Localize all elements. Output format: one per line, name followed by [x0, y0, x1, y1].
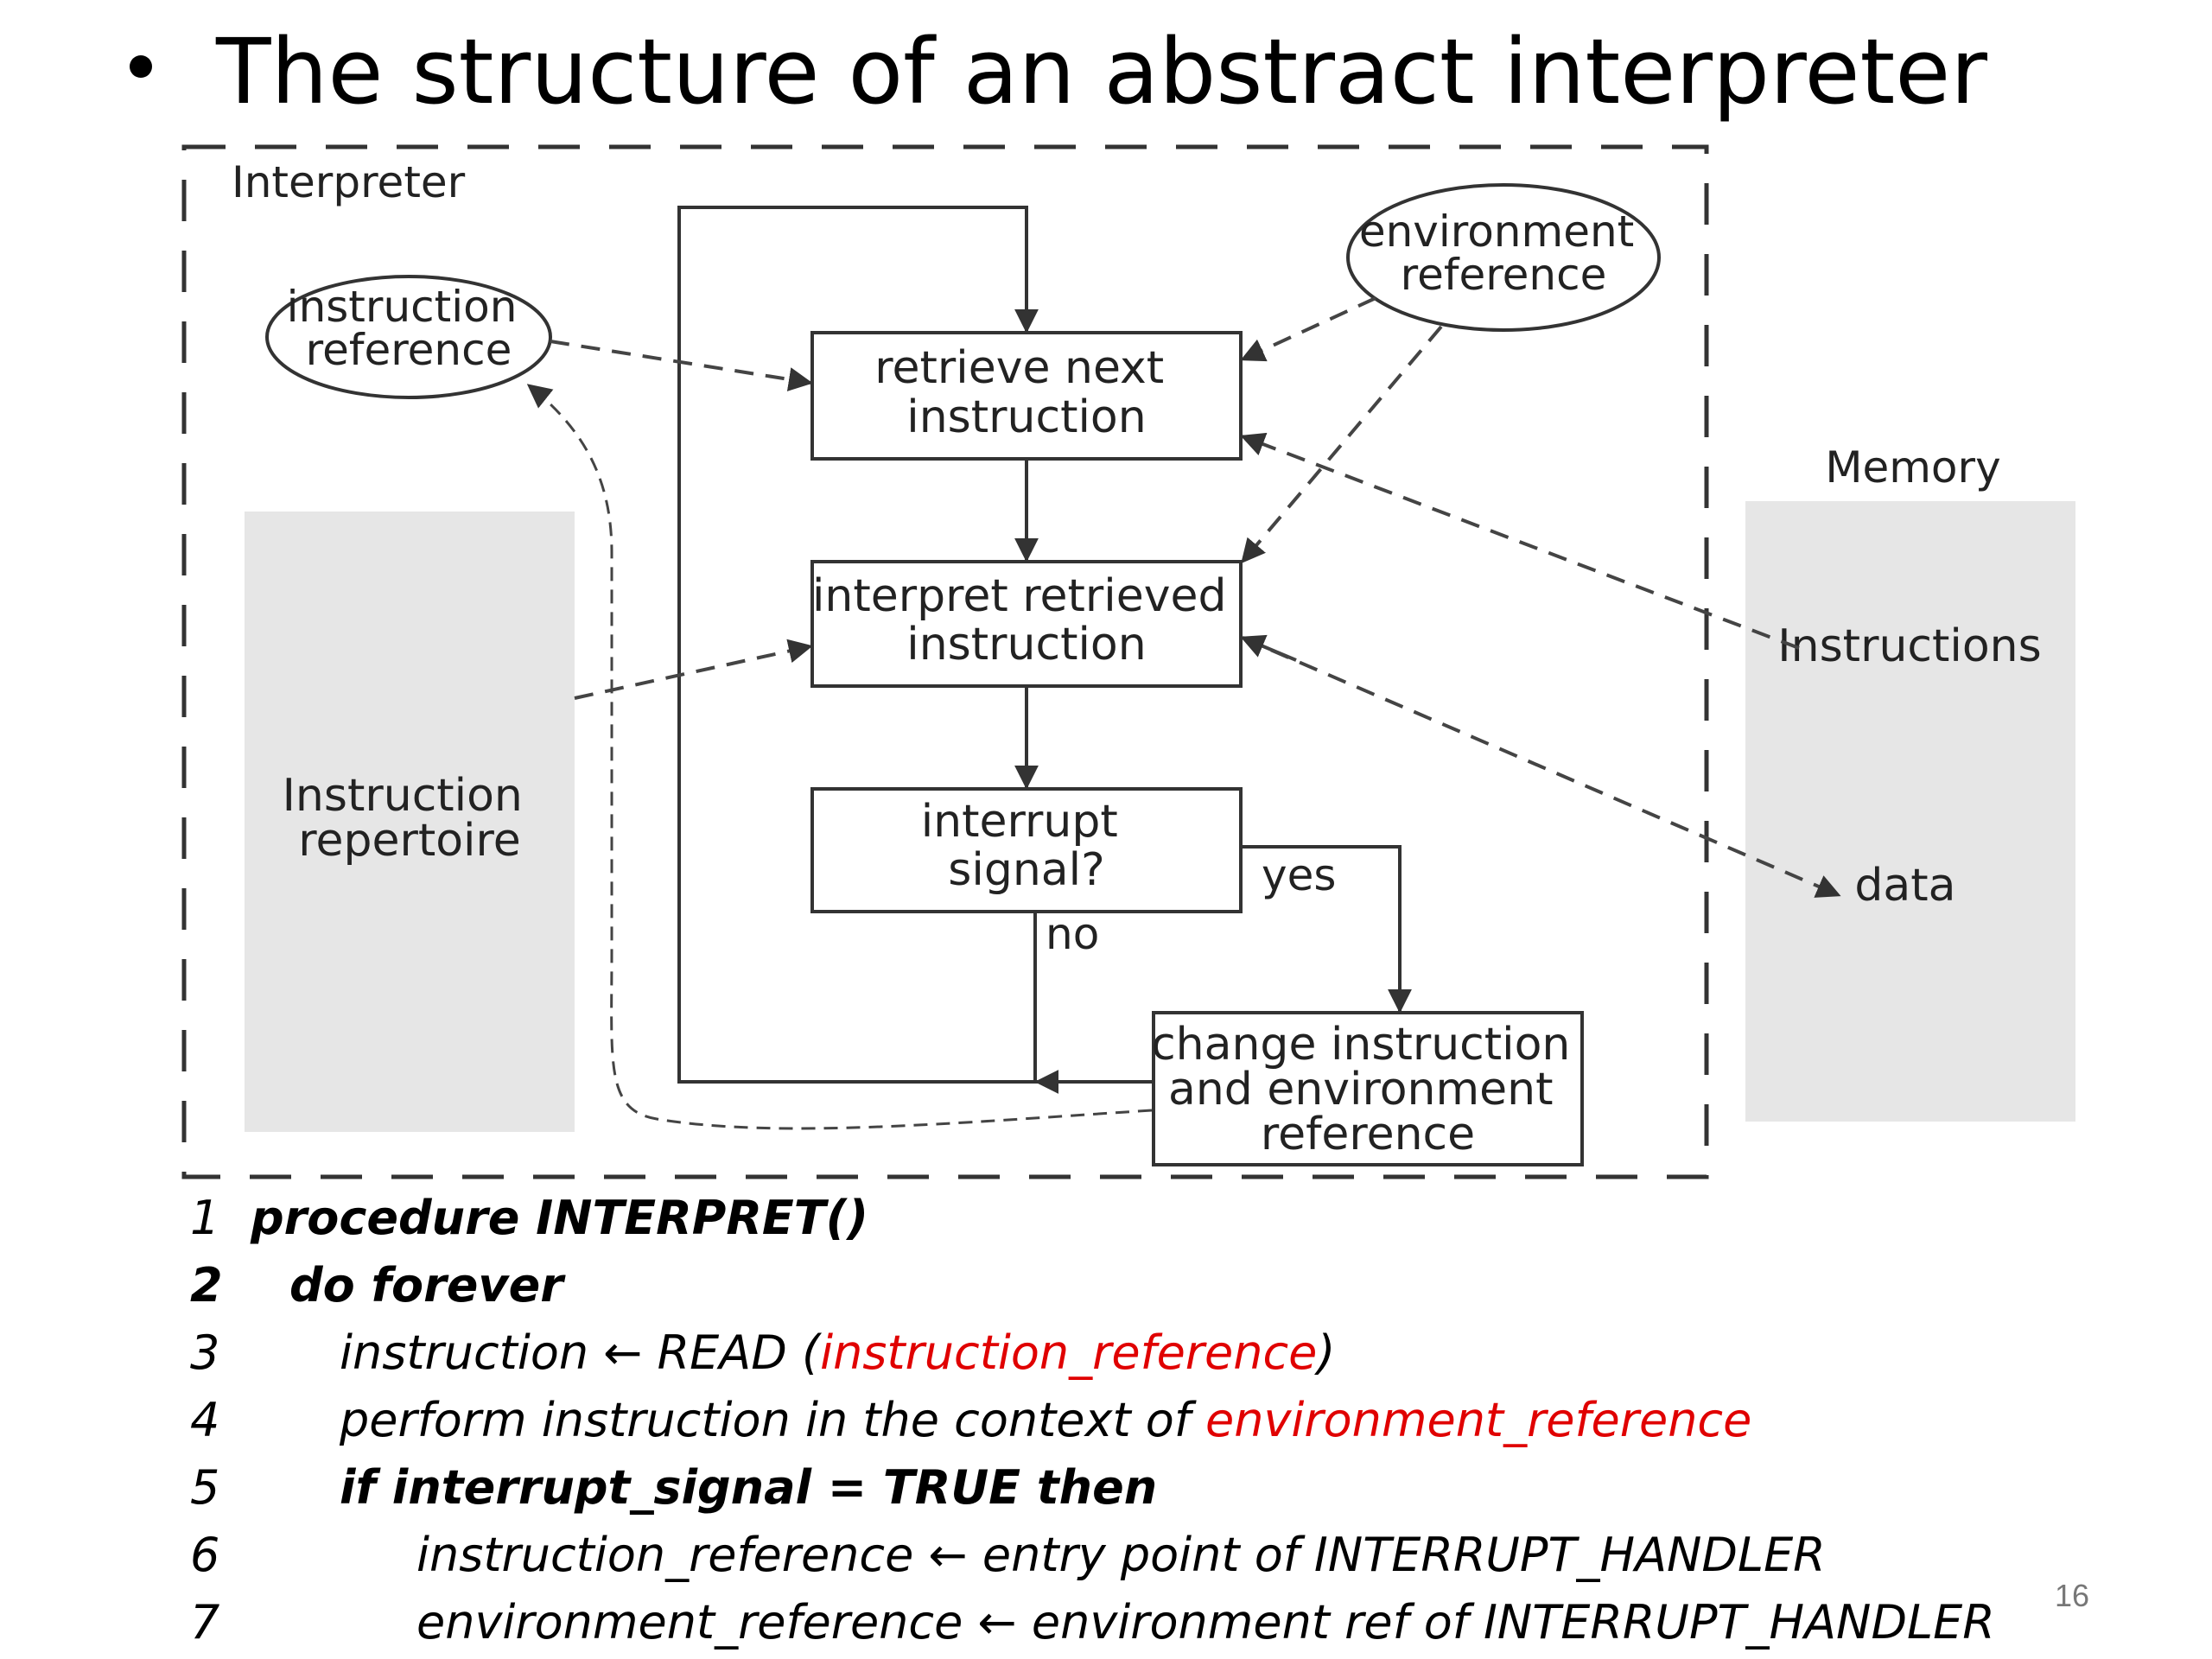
dashed-interpret-to-data	[1242, 636, 1841, 898]
interpret-retrieved-instruction-box	[810, 560, 1243, 688]
retrieve-line-2: instruction	[906, 391, 1146, 443]
line-number: 7	[190, 1595, 220, 1649]
line-number: 6	[190, 1528, 220, 1582]
code-text-highlight: instruction_reference	[820, 1325, 1318, 1380]
repertoire-line-2: repertoire	[298, 815, 521, 867]
change-box-label: change instruction and environment refer…	[1151, 1019, 1585, 1160]
flow-loop-back	[677, 206, 1039, 1084]
retrieve-next-instruction-box	[810, 331, 1243, 461]
repertoire-line-1: Instruction	[283, 770, 523, 822]
code-text: procedure INTERPRET()	[251, 1191, 868, 1245]
page-number: 16	[2055, 1578, 2090, 1613]
code-text: environment_reference ← environment ref …	[416, 1595, 1995, 1649]
title-text: The structure of an abstract interpreter	[216, 19, 1988, 124]
interpreter-label: Interpreter	[232, 157, 466, 207]
environment-reference-ellipse	[1346, 183, 1661, 332]
no-label: no	[1046, 909, 1099, 959]
line-number: 1	[190, 1191, 220, 1245]
dashed-repertoire-to-interpret	[574, 639, 813, 700]
environment-reference-line-2: reference	[1401, 250, 1607, 300]
environment-reference-label: environment reference	[1359, 207, 1648, 300]
interrupt-line-2: signal?	[948, 844, 1104, 896]
yes-label: yes	[1262, 850, 1336, 900]
retrieve-box-label: retrieve next instruction	[874, 342, 1178, 443]
memory-instructions-label: Instructions	[1777, 620, 2041, 672]
code-text-pre: instruction ← READ (	[340, 1325, 821, 1380]
memory-label: Memory	[1825, 442, 2000, 493]
dashed-memory-to-retrieve	[1240, 432, 1800, 650]
code-text: instruction ← READ (instruction_referenc…	[340, 1325, 1335, 1380]
change-line-1: change instruction	[1151, 1019, 1570, 1071]
code-text-highlight: environment_reference	[1205, 1393, 1752, 1447]
line-number: 3	[190, 1325, 220, 1380]
dashed-instref-to-retrieve	[550, 340, 813, 391]
code-text: if interrupt_signal = TRUE then	[340, 1460, 1158, 1515]
code-text: instruction_reference ← entry point of I…	[416, 1528, 1826, 1582]
bullet-icon	[130, 55, 152, 78]
dashed-envref-to-retrieve	[1240, 296, 1376, 362]
memory-box	[1745, 501, 2075, 1122]
line-number: 2	[190, 1258, 223, 1313]
interpreter-diagram: Interpreter Instruction repertoire Memor…	[181, 144, 2075, 1179]
memory-data-label: data	[1854, 860, 1955, 912]
environment-reference-line-1: environment	[1359, 207, 1634, 257]
dashed-change-to-instref	[526, 384, 1153, 1130]
code-text-pre: perform instruction in the context of	[340, 1393, 1206, 1447]
instruction-reference-line-2: reference	[306, 325, 512, 375]
retrieve-line-1: retrieve next	[874, 342, 1164, 394]
interrupt-signal-box	[810, 787, 1243, 913]
flow-yes-branch	[1241, 845, 1412, 1014]
dashed-data-to-interpret	[1240, 634, 1297, 662]
code-text: perform instruction in the context of en…	[340, 1393, 1751, 1447]
instruction-reference-label: instruction reference	[287, 282, 531, 375]
interpret-line-1: interpret retrieved	[812, 570, 1227, 622]
change-line-2: and environment	[1168, 1064, 1554, 1116]
line-number: 4	[190, 1393, 220, 1447]
change-line-3: reference	[1261, 1109, 1475, 1160]
change-reference-box	[1152, 1011, 1584, 1166]
interrupt-line-1: interrupt	[921, 796, 1118, 848]
interpret-line-2: instruction	[906, 619, 1146, 671]
instruction-reference-line-1: instruction	[287, 282, 518, 332]
code-text: do forever	[289, 1258, 563, 1313]
instruction-repertoire-box	[245, 512, 575, 1132]
interrupt-box-label: interrupt signal?	[921, 796, 1133, 896]
dashed-envref-to-interpret	[1241, 325, 1443, 564]
code-text-post: )	[1317, 1325, 1336, 1380]
line-number: 5	[190, 1460, 220, 1515]
instruction-reference-ellipse	[265, 275, 552, 399]
interpret-box-label: interpret retrieved instruction	[812, 570, 1241, 671]
instruction-repertoire-label: Instruction repertoire	[283, 770, 537, 867]
